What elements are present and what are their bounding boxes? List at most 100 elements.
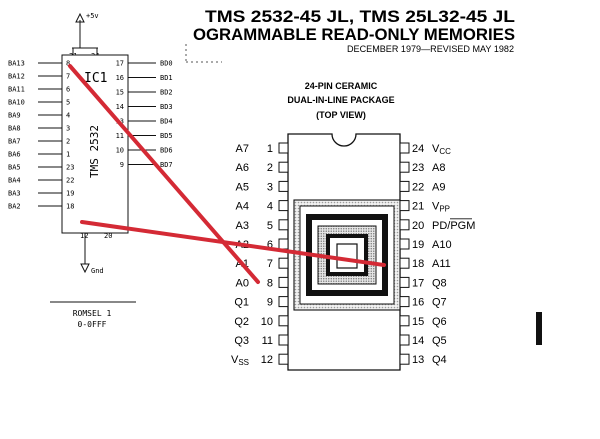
dip-pin-number: 19 xyxy=(412,239,424,251)
schematic-signal-label: BD7 xyxy=(160,161,173,169)
bottom-pin-label: 12 xyxy=(80,232,88,240)
dip-pin-name: Q1 xyxy=(234,297,249,309)
schematic-pin-number: 19 xyxy=(66,190,74,198)
dip-pin-pad xyxy=(278,200,289,212)
dip-pin-number: 24 xyxy=(412,143,424,155)
dip-pin-pad xyxy=(278,315,289,327)
dip-pin-number: 13 xyxy=(412,354,424,366)
dip-pin-number: 6 xyxy=(267,239,273,251)
schematic-pin-number: 16 xyxy=(116,74,124,82)
dip-pin-pad xyxy=(278,257,289,269)
dip-pin-name: A7 xyxy=(236,143,249,155)
dip-pin-number: 1 xyxy=(267,143,273,155)
schematic-signal-label: BA9 xyxy=(8,112,21,120)
schematic-signal-label: BD5 xyxy=(160,132,173,140)
dip-pin-name: A3 xyxy=(236,220,249,232)
dip-pin-number: 18 xyxy=(412,258,424,270)
dip-pin-pad xyxy=(399,296,410,308)
dip-pin-name: Q3 xyxy=(234,335,249,347)
ground-label: Gnd xyxy=(91,267,104,275)
schematic-pin-number: 8 xyxy=(66,60,70,68)
schematic-signal-label: BA5 xyxy=(8,164,21,172)
schematic-pin-number: 9 xyxy=(120,161,124,169)
schematic-signal-label: BA8 xyxy=(8,125,21,133)
annotation-line-ba13-to-a0 xyxy=(68,64,260,284)
dip-pin-pad xyxy=(278,296,289,308)
scan-artifact xyxy=(536,312,542,345)
schematic-pin-number: 18 xyxy=(66,203,74,211)
dip-pin-name: VCC xyxy=(432,143,451,156)
dip-pin-name: A5 xyxy=(236,181,249,193)
dip-pin-name: A0 xyxy=(236,277,249,289)
dip-pin-number: 5 xyxy=(267,220,273,232)
datasheet-date: DECEMBER 1979—REVISED MAY 1982 xyxy=(347,44,514,54)
dip-pin-pad xyxy=(278,334,289,346)
package-line2: DUAL-IN-LINE PACKAGE xyxy=(287,95,394,105)
schematic-signal-label: BA7 xyxy=(8,138,21,146)
caption-line1: ROMSEL 1 xyxy=(73,309,112,318)
dip-pin-number: 17 xyxy=(412,277,424,289)
schematic-pin-number: 4 xyxy=(66,112,70,120)
schematic-signal-label: BD6 xyxy=(160,147,173,155)
schematic-signal-label: BA6 xyxy=(8,151,21,159)
supply-label: +5v xyxy=(86,12,99,20)
datasheet-left-pins: A71A62A53A44A35A26A17A08Q19Q210Q311VSS12 xyxy=(231,142,289,367)
bottom-pin-label: 20 xyxy=(104,232,112,240)
dip-pin-number: 20 xyxy=(412,220,424,232)
schematic-signal-label: BD0 xyxy=(160,60,173,68)
dip-pin-number: 12 xyxy=(261,354,273,366)
datasheet-header: TMS 2532-45 JL, TMS 25L32-45 JL OGRAMMAB… xyxy=(193,7,515,54)
dip-package xyxy=(287,133,401,371)
dip-pin-number: 22 xyxy=(412,181,424,193)
schematic-pin-number: 1 xyxy=(66,151,70,159)
schematic-signal-label: BD4 xyxy=(160,118,173,126)
schematic-pin-number: 15 xyxy=(116,89,124,97)
dip-pin-name: VSS xyxy=(231,354,249,367)
annotation-line-ba2-to-a11 xyxy=(80,220,386,267)
caption-line2: 0-0FFF xyxy=(78,320,107,329)
schematic-signal-label: BA3 xyxy=(8,190,21,198)
dip-pin-pad xyxy=(399,161,410,173)
package-caption: 24-PIN CERAMIC DUAL-IN-LINE PACKAGE (TOP… xyxy=(287,81,394,120)
supply-symbol: +5v xyxy=(75,12,99,48)
schematic-pin-number: 23 xyxy=(66,164,74,172)
dip-pin-pad xyxy=(278,276,289,288)
schematic-signal-label: BD2 xyxy=(160,89,173,97)
dip-pin-name: Q6 xyxy=(432,316,447,328)
dip-pin-number: 7 xyxy=(267,258,273,270)
dip-pin-pad xyxy=(399,219,410,231)
annotation-lines xyxy=(68,64,386,284)
dip-pin-pad xyxy=(278,219,289,231)
dip-pin-pad xyxy=(399,200,410,212)
dip-pin-pad xyxy=(278,180,289,192)
dip-pin-pad xyxy=(399,353,410,365)
schematic-pin-number: 7 xyxy=(66,73,70,81)
schematic-signal-label: BA11 xyxy=(8,86,25,94)
chip-label: IC1 xyxy=(84,71,107,86)
schematic-signal-label: BA10 xyxy=(8,99,25,107)
schematic-signal-label: BA2 xyxy=(8,203,21,211)
dip-pin-pad xyxy=(399,334,410,346)
dip-pin-name: A4 xyxy=(236,201,249,213)
schematic-pin-number: 3 xyxy=(66,125,70,133)
dip-pin-name: A6 xyxy=(236,162,249,174)
dip-pin-name: Q8 xyxy=(432,277,447,289)
dip-pin-number: 9 xyxy=(267,297,273,309)
schematic-chip-body xyxy=(61,54,129,234)
dip-pin-number: 4 xyxy=(267,201,273,213)
dip-pin-pad xyxy=(278,142,289,154)
dip-pin-name: Q4 xyxy=(432,354,447,366)
dip-pin-name: A11 xyxy=(432,258,451,270)
dip-pin-name: Q5 xyxy=(432,335,447,347)
schematic-pin-number: 10 xyxy=(116,147,124,155)
schematic-pin-number: 6 xyxy=(66,86,70,94)
dip-pin-number: 10 xyxy=(261,316,273,328)
die-chip xyxy=(336,243,358,269)
dip-pin-name: Q7 xyxy=(432,297,447,309)
ground-symbol xyxy=(80,263,90,274)
dip-pin-name: A10 xyxy=(432,239,452,251)
schematic-pin-number: 14 xyxy=(116,103,124,111)
dip-pin-number: 16 xyxy=(412,297,424,309)
